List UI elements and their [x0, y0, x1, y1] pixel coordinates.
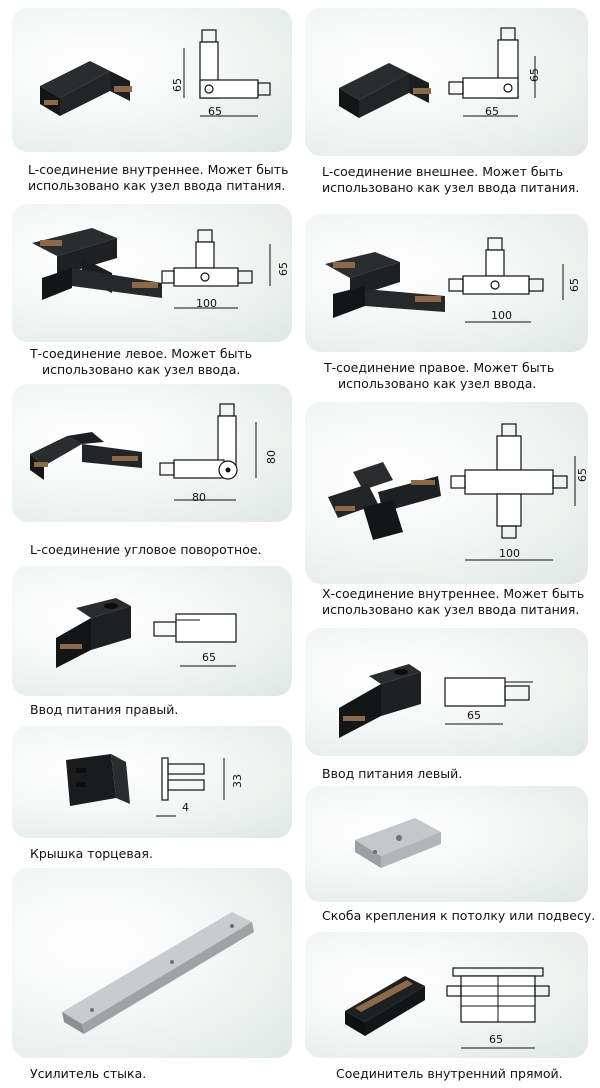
caption-line: Ввод питания левый.: [322, 766, 463, 781]
product-card-straight-connector: 65: [305, 932, 588, 1058]
dimension-drawing-l-internal: [183, 29, 271, 117]
product-card-x-internal: 65 100: [305, 402, 588, 584]
product-card-l-external: 65 65: [305, 8, 588, 156]
svg-text:33: 33: [231, 774, 244, 788]
caption-end-cap: Крышка торцевая.: [30, 846, 153, 862]
product-card-feed-right: 65: [12, 566, 292, 696]
dimension-drawing-t-right: [448, 237, 564, 323]
dim-label-width: 65: [202, 651, 216, 664]
caption-line: Т-соединение правое. Может быть: [324, 360, 555, 375]
caption-line: Скоба крепления к потолку или подвесу.: [322, 908, 596, 923]
svg-text:65: 65: [576, 468, 588, 482]
product-card-l-swivel: 80 80: [12, 384, 292, 522]
svg-text:100: 100: [499, 547, 520, 560]
product-photo-l-external: [339, 63, 431, 118]
caption-feed-right: Ввод питания правый.: [30, 702, 178, 718]
dim-label-thickness: 4: [182, 801, 189, 814]
svg-text:80: 80: [265, 450, 278, 464]
product-photo-ceiling-bracket: [355, 818, 441, 868]
svg-text:100: 100: [196, 297, 217, 310]
svg-text:100: 100: [491, 309, 512, 322]
caption-t-right: Т-соединение правое. Может быть использо…: [324, 360, 554, 392]
caption-straight-connector: Соединитель внутренний прямой.: [336, 1066, 563, 1082]
product-photo-end-cap: [66, 754, 130, 806]
product-card-t-left: 65 100: [12, 204, 292, 342]
caption-l-swivel: L-соединение угловое поворотное.: [30, 542, 262, 558]
dim-label-height: 33: [231, 774, 244, 788]
dim-label-width: 65: [467, 709, 481, 722]
dim-label-width: 65: [485, 105, 499, 118]
dimension-drawing-t-left: [161, 229, 271, 309]
svg-text:80: 80: [192, 491, 206, 504]
product-card-joint-reinforcer: [12, 868, 292, 1058]
svg-text:65: 65: [528, 68, 541, 82]
dim-label-width: 65: [489, 1033, 503, 1046]
svg-text:65: 65: [208, 105, 222, 118]
product-photo-t-left: [32, 228, 162, 300]
caption-line: Х-соединение внутреннее. Может быть: [322, 586, 585, 601]
caption-line: использовано как узел ввода.: [338, 376, 537, 391]
caption-joint-reinforcer: Усилитель стыка.: [30, 1066, 146, 1082]
caption-l-internal: L-соединение внутреннее. Может быть испо…: [28, 162, 288, 194]
dimension-drawing-l-external: [448, 27, 536, 117]
dimension-drawing-l-swivel: [159, 403, 257, 501]
caption-line: Усилитель стыка.: [30, 1066, 147, 1081]
svg-text:65: 65: [467, 709, 481, 722]
dim-label-height: 65: [528, 68, 541, 82]
product-photo-l-swivel: [30, 432, 142, 480]
product-photo-joint-reinforcer: [62, 912, 254, 1034]
dim-label-width: 65: [208, 105, 222, 118]
product-photo-feed-right: [56, 598, 131, 668]
product-photo-feed-left: [339, 664, 421, 738]
dim-label-width: 100: [491, 309, 512, 322]
caption-line: использовано как узел ввода.: [42, 362, 241, 377]
caption-line: использовано как узел ввода питания.: [28, 178, 286, 193]
dim-label-width: 100: [196, 297, 217, 310]
caption-line: L-соединение угловое поворотное.: [30, 542, 262, 557]
caption-line: использовано как узел ввода питания.: [322, 180, 580, 195]
svg-text:4: 4: [182, 801, 189, 814]
product-card-feed-left: 65: [305, 628, 588, 756]
caption-line: использовано как узел ввода питания.: [322, 602, 580, 617]
svg-text:65: 65: [568, 278, 581, 292]
dimension-drawing-x-internal: [450, 423, 576, 561]
caption-x-internal: Х-соединение внутреннее. Может быть испо…: [322, 586, 584, 618]
svg-text:65: 65: [489, 1033, 503, 1046]
caption-line: Ввод питания правый.: [30, 702, 179, 717]
dimension-drawing-end-cap: [156, 757, 225, 817]
caption-l-external: L-соединение внешнее. Может быть использ…: [322, 164, 579, 196]
dim-label-width: 80: [192, 491, 206, 504]
dim-label-height: 65: [576, 468, 588, 482]
caption-ceiling-bracket: Скоба крепления к потолку или подвесу.: [322, 908, 595, 924]
caption-line: Соединитель внутренний прямой.: [336, 1066, 563, 1081]
product-photo-t-right: [325, 252, 445, 318]
dimension-drawing-straight-connector: [446, 967, 550, 1049]
product-card-t-right: 65 100: [305, 214, 588, 352]
product-card-ceiling-bracket: [305, 786, 588, 902]
svg-text:65: 65: [171, 78, 184, 92]
svg-text:65: 65: [277, 262, 290, 276]
caption-line: L-соединение внутреннее. Может быть: [28, 162, 289, 177]
dim-label-height: 65: [277, 262, 290, 276]
product-card-l-internal: 65 65: [12, 8, 292, 152]
dim-label-height: 65: [171, 78, 184, 92]
caption-line: Крышка торцевая.: [30, 846, 153, 861]
dimension-drawing-feed-left: [444, 677, 533, 725]
product-photo-x-internal: [328, 462, 441, 540]
caption-line: L-соединение внешнее. Может быть: [322, 164, 564, 179]
product-card-end-cap: 33 4: [12, 726, 292, 838]
dim-label-height: 65: [568, 278, 581, 292]
product-photo-straight-connector: [345, 976, 425, 1036]
svg-text:65: 65: [485, 105, 499, 118]
dim-label-width: 100: [499, 547, 520, 560]
caption-t-left: Т-соединение левое. Может быть использов…: [30, 346, 252, 378]
dimension-drawing-feed-right: [153, 613, 237, 667]
dim-label-height: 80: [265, 450, 278, 464]
svg-text:65: 65: [202, 651, 216, 664]
caption-feed-left: Ввод питания левый.: [322, 766, 462, 782]
caption-line: Т-соединение левое. Может быть: [30, 346, 253, 361]
product-photo-l-internal: [40, 61, 132, 116]
